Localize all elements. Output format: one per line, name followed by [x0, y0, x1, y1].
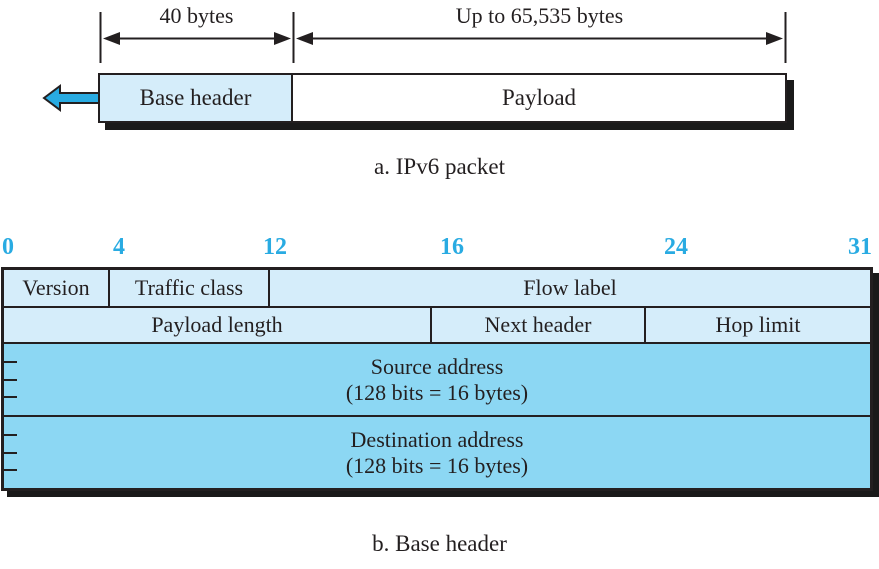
dimension-arrows: [99, 12, 787, 63]
word-boundary-tick: [4, 433, 17, 436]
field-destination-address: Destination address (128 bits = 16 bytes…: [4, 415, 870, 488]
payload-segment-label: Payload: [501, 85, 577, 110]
payload-segment: Payload: [293, 75, 785, 121]
destination-address-title: Destination address: [350, 426, 524, 452]
field-payload-length: Payload length: [4, 308, 432, 342]
field-next-header: Next header: [432, 308, 646, 342]
base-header-segment: Base header: [100, 75, 293, 121]
base-header-table: Version Traffic class Flow label Payload…: [1, 267, 873, 491]
word-boundary-tick: [4, 378, 17, 381]
bit-label-0: 0: [2, 234, 14, 260]
bit-label-24: 24: [664, 234, 688, 260]
bit-label-12: 12: [263, 234, 287, 260]
field-traffic-class: Traffic class: [110, 270, 270, 306]
transmission-direction-arrow-icon: [42, 84, 103, 112]
word-boundary-tick: [4, 396, 17, 399]
ipv6-packet-bar: Base header Payload: [98, 73, 787, 123]
word-boundary-tick: [4, 360, 17, 363]
caption-base-header: b. Base header: [372, 531, 507, 556]
bit-position-ruler: 0 4 12 16 24 31: [0, 233, 879, 263]
header-row-1: Version Traffic class Flow label: [4, 270, 870, 306]
arrowhead: [766, 32, 783, 45]
field-version: Version: [4, 270, 110, 306]
field-source-address: Source address (128 bits = 16 bytes): [4, 342, 870, 415]
base-header-segment-label: Base header: [139, 85, 252, 110]
destination-address-size: (128 bits = 16 bytes): [345, 452, 529, 478]
arrowhead: [274, 32, 291, 45]
field-flow-label: Flow label: [523, 275, 617, 300]
bit-label-4: 4: [113, 234, 125, 260]
dim-label-40-bytes: 40 bytes: [159, 3, 234, 28]
bit-label-31: 31: [848, 234, 872, 260]
word-boundary-tick: [4, 451, 17, 454]
bit-label-16: 16: [440, 234, 464, 260]
caption-ipv6-packet: a. IPv6 packet: [374, 154, 505, 179]
arrowhead: [103, 32, 120, 45]
arrowhead: [296, 32, 313, 45]
source-address-title: Source address: [370, 353, 504, 379]
field-hop-limit: Hop limit: [715, 312, 801, 337]
source-address-size: (128 bits = 16 bytes): [345, 379, 529, 405]
word-boundary-tick: [4, 469, 17, 472]
header-row-2: Payload length Next header Hop limit: [4, 306, 870, 342]
dim-label-payload-size: Up to 65,535 bytes: [455, 3, 624, 28]
